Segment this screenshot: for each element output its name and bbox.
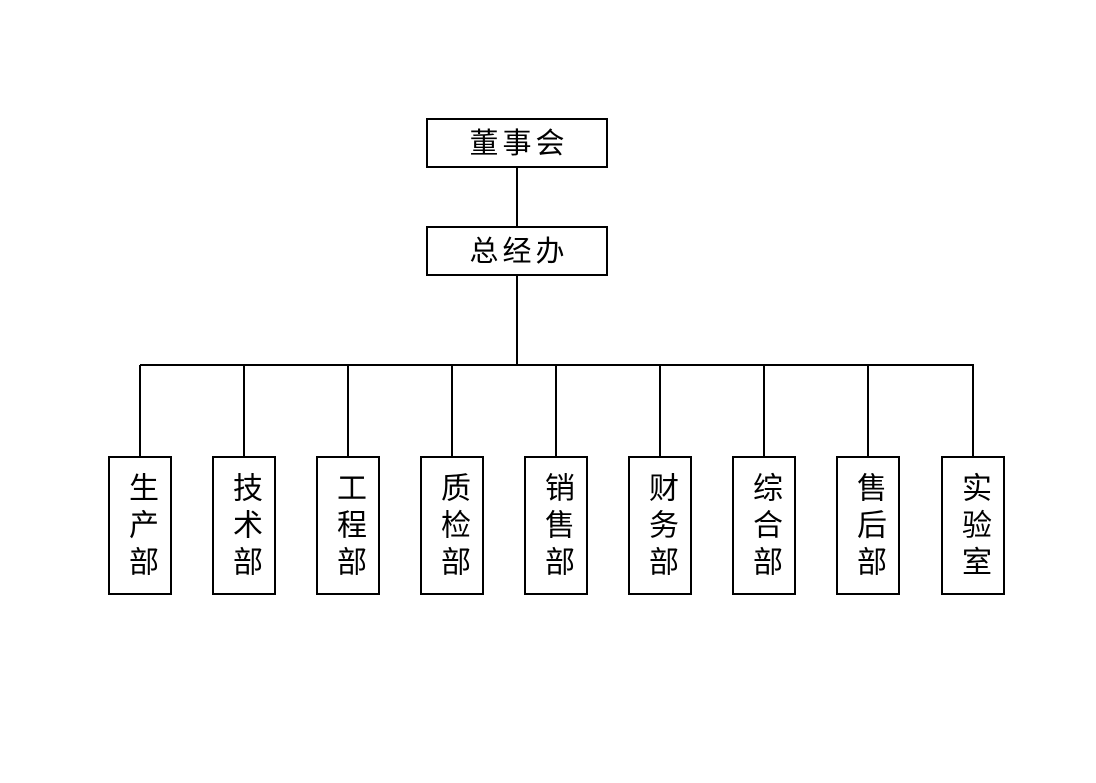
node-label-department-production: 生产部 bbox=[123, 471, 158, 583]
node-board-of-directors[interactable]: 董事会 bbox=[426, 118, 608, 168]
node-department-engineering[interactable]: 工程部 bbox=[316, 456, 380, 595]
node-department-production[interactable]: 生产部 bbox=[108, 456, 172, 595]
node-label-department-general-affairs: 综合部 bbox=[747, 471, 782, 583]
connector-drop-6 bbox=[659, 365, 661, 456]
node-department-after-sales[interactable]: 售后部 bbox=[836, 456, 900, 595]
node-department-sales[interactable]: 销售部 bbox=[524, 456, 588, 595]
node-label-board-of-directors: 董事会 bbox=[469, 125, 569, 160]
connector-drop-5 bbox=[555, 365, 557, 456]
connector-horizontal-bus bbox=[140, 364, 974, 366]
connector-drop-8 bbox=[867, 365, 869, 456]
node-department-laboratory[interactable]: 实验室 bbox=[941, 456, 1005, 595]
node-label-department-laboratory: 实验室 bbox=[956, 471, 991, 583]
node-department-finance[interactable]: 财务部 bbox=[628, 456, 692, 595]
node-label-department-finance: 财务部 bbox=[643, 471, 678, 583]
node-label-department-quality-inspection: 质检部 bbox=[435, 471, 470, 583]
connector-drop-2 bbox=[243, 365, 245, 456]
node-department-general-affairs[interactable]: 综合部 bbox=[732, 456, 796, 595]
connector-second-to-bus bbox=[516, 276, 518, 366]
node-department-quality-inspection[interactable]: 质检部 bbox=[420, 456, 484, 595]
connector-drop-1 bbox=[139, 365, 141, 456]
node-general-manager-office[interactable]: 总经办 bbox=[426, 226, 608, 276]
node-label-general-manager-office: 总经办 bbox=[469, 233, 569, 268]
node-label-department-sales: 销售部 bbox=[539, 471, 574, 583]
connector-drop-7 bbox=[763, 365, 765, 456]
node-label-department-technology: 技术部 bbox=[227, 471, 262, 583]
node-label-department-engineering: 工程部 bbox=[331, 471, 366, 583]
connector-drop-3 bbox=[347, 365, 349, 456]
node-department-technology[interactable]: 技术部 bbox=[212, 456, 276, 595]
connector-drop-4 bbox=[451, 365, 453, 456]
connector-root-to-second bbox=[516, 168, 518, 226]
node-label-department-after-sales: 售后部 bbox=[851, 471, 886, 583]
connector-drop-9 bbox=[972, 365, 974, 456]
